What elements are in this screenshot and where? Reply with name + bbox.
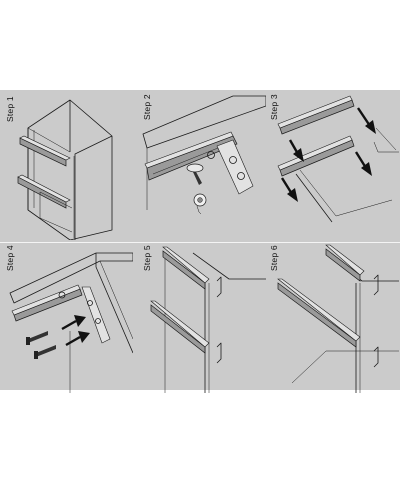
clip-icon: [216, 276, 222, 364]
step-5-panel: Step 5: [133, 243, 266, 393]
screw-icon: [186, 163, 207, 215]
step-2-screw-illustration: [142, 95, 266, 215]
arrow-icon: [280, 107, 376, 202]
step-5-drawer-rail-illustration: [150, 246, 266, 393]
row-divider: [0, 242, 400, 243]
step-1-cabinet-illustration: [17, 99, 113, 240]
arrow-icon: [61, 315, 90, 347]
step-3-panel: Step 3: [266, 90, 399, 240]
step-3-rail-attach-illustration: [277, 95, 399, 223]
clip-icon: [373, 274, 379, 368]
step-1-panel: Step 1: [0, 90, 133, 240]
step-6-panel: Step 6: [266, 243, 399, 393]
step-4-front-fix-illustration: [9, 252, 133, 393]
screw-icon: [26, 331, 56, 359]
step-2-panel: Step 2: [133, 90, 266, 240]
step-6-drawer-rail-illustration: [277, 244, 399, 393]
step-4-panel: Step 4: [0, 243, 133, 393]
instruction-sheet: Step 1 Step 2: [0, 90, 400, 393]
